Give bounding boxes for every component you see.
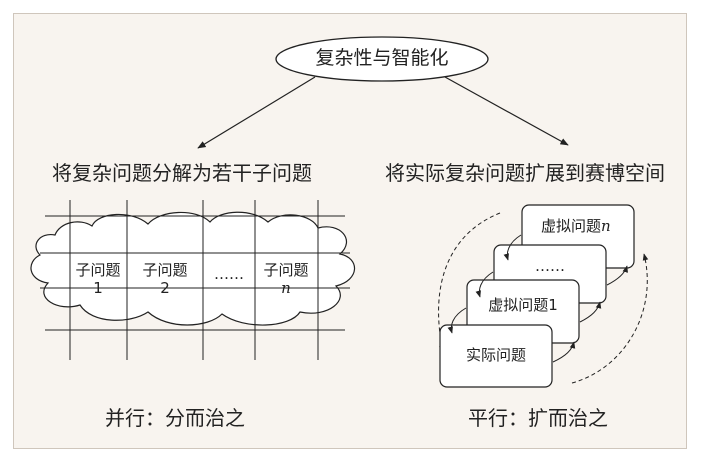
cell-label: ……: [214, 265, 244, 283]
cell-label: 子问题: [75, 261, 121, 279]
cell-index: 1: [93, 279, 103, 297]
card-link-arrows: [447, 234, 628, 363]
right-heading: 将实际复杂问题扩展到赛博空间: [385, 161, 665, 185]
card-label-suffix: n: [601, 217, 611, 235]
card-actual: [439, 324, 553, 388]
cell-index: n: [281, 279, 291, 297]
cell-label: 子问题: [263, 261, 309, 279]
cell-label: 子问题: [142, 261, 188, 279]
subproblem-cell-ellipsis: ……: [214, 265, 244, 283]
left-heading: 将复杂问题分解为若干子问题: [52, 161, 312, 185]
root-label: 复杂性与智能化: [315, 47, 449, 69]
cycle-dashed-right: [571, 253, 649, 384]
subproblem-cell-2: 子问题 2: [142, 261, 187, 297]
cell-index: 2: [160, 279, 170, 297]
subproblem-cell-1: 子问题 1: [75, 261, 120, 297]
cycle-dashed-left: [438, 212, 501, 353]
subproblem-cell-n: 子问题 n: [263, 261, 308, 297]
card-virtual-1-label: 虚拟问题1: [488, 296, 558, 314]
card-virtual-n-label: 虚拟问题n: [541, 219, 611, 234]
arrow-to-left: [197, 76, 316, 149]
arrow-to-right: [444, 76, 569, 146]
left-caption: 并行：分而治之: [105, 406, 245, 430]
root-node: [275, 36, 489, 82]
card-ellipsis-label: ……: [535, 257, 565, 275]
subproblem-grid: [40, 200, 350, 360]
right-caption: 平行：扩而治之: [468, 406, 608, 430]
card-actual-label: 实际问题: [465, 346, 527, 364]
card-label: 虚拟问题: [541, 217, 602, 235]
